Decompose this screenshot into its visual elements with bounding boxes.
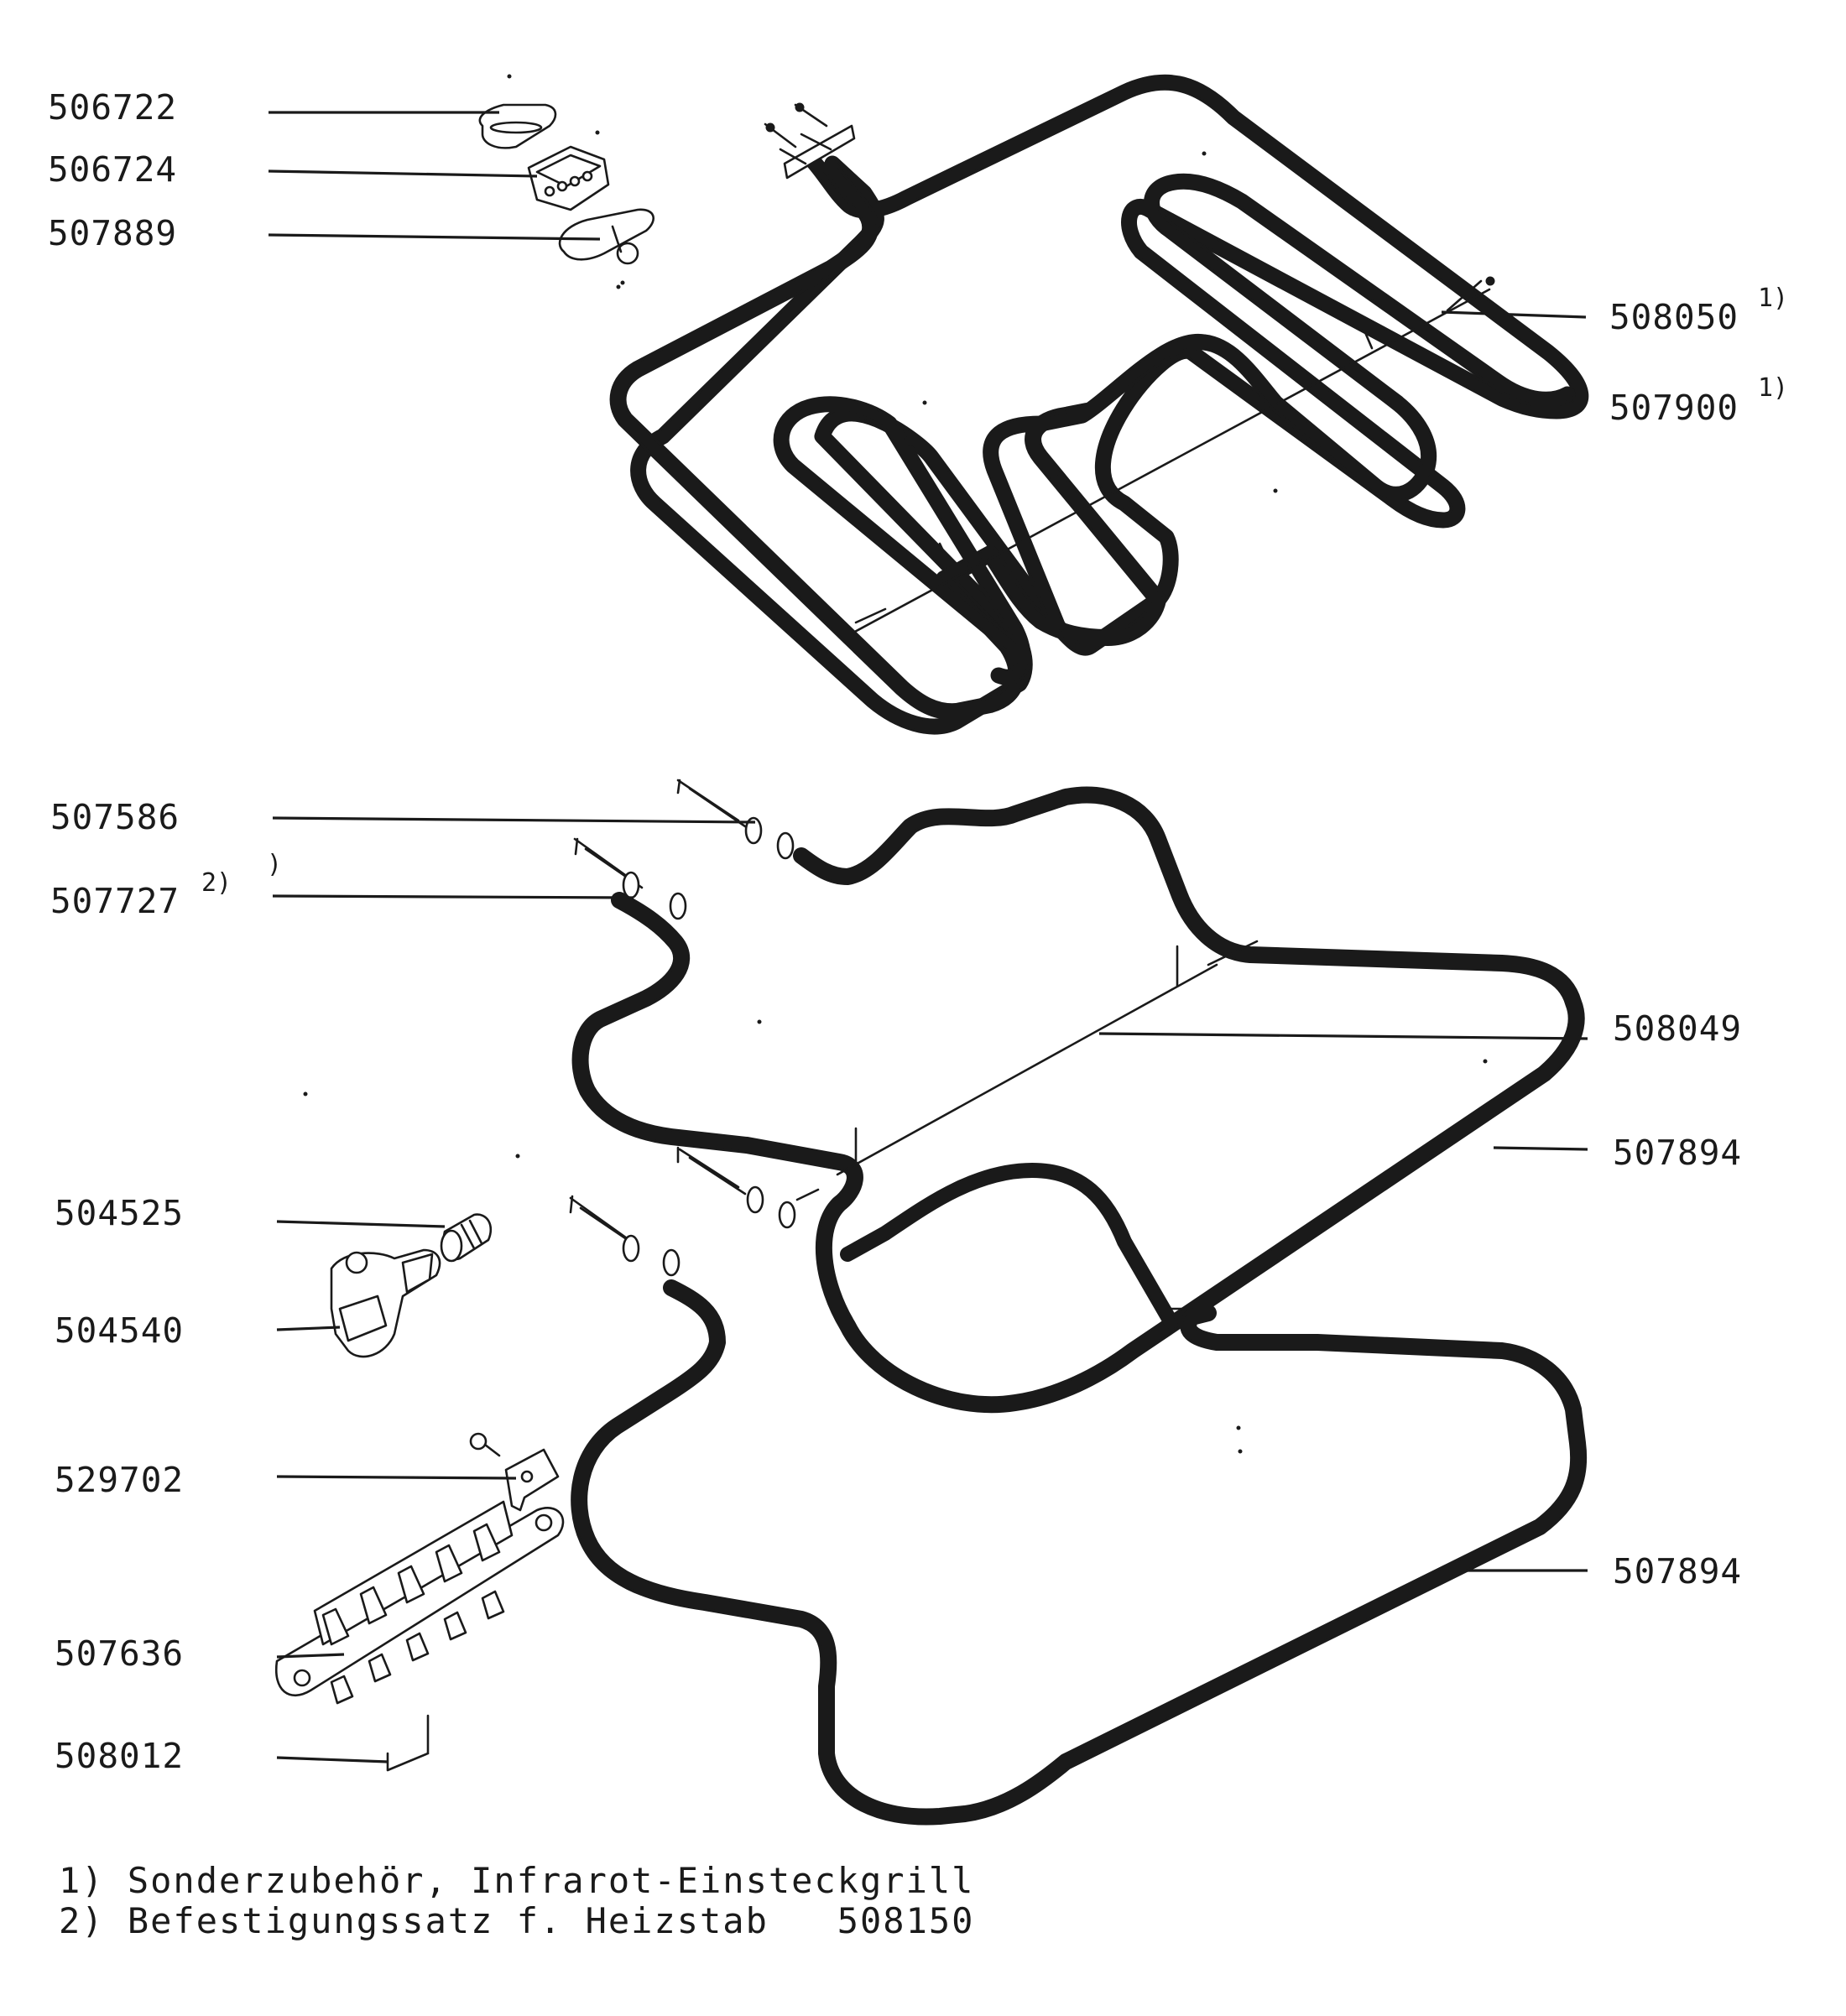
part-504540-drawing — [330, 1248, 441, 1358]
leader-508050 — [1441, 310, 1587, 319]
leader-508012 — [276, 1756, 388, 1763]
leader-507727 — [272, 894, 634, 899]
leader-508049 — [1098, 1032, 1588, 1040]
grill-inner-loop-right — [1144, 173, 1576, 411]
label-506722: 506722 — [48, 87, 177, 128]
leader-506724 — [268, 169, 538, 178]
grill-outer-tube — [630, 74, 1589, 735]
label-508050-footnote: 1) — [1758, 284, 1788, 313]
grill-terminal-plate — [764, 102, 856, 180]
label-507894-b: 507894 — [1613, 1551, 1742, 1591]
label-507586: 507586 — [50, 797, 180, 837]
heating-element-upper-terminals — [573, 779, 795, 920]
leader-507894-a — [1493, 1146, 1588, 1151]
leader-lines — [268, 111, 1588, 1763]
leader-504525 — [276, 1220, 446, 1228]
label-507894-a: 507894 — [1613, 1133, 1742, 1173]
label-506724: 506724 — [48, 149, 177, 190]
heating-element-upper — [571, 786, 1585, 1414]
leader-507900 — [1543, 395, 1587, 400]
grill-main-loop — [609, 159, 1166, 721]
part-labels: 506722 506724 507889 508050 1) 507900 1)… — [48, 87, 1788, 1776]
label-507889: 507889 — [48, 213, 177, 253]
part-507636-drawing — [274, 1500, 565, 1705]
leader-507586 — [272, 816, 756, 824]
label-507727-footnote: 2) — [201, 868, 232, 898]
heating-element-lower-terminals — [569, 1146, 796, 1277]
label-508050: 508050 — [1609, 297, 1739, 337]
part-529702-drawing — [469, 1432, 560, 1512]
label-504525: 504525 — [55, 1193, 184, 1233]
grill-inner-loop-middle — [983, 333, 1437, 633]
leader-507636 — [276, 1653, 345, 1659]
scan-speckles-top — [507, 74, 1278, 493]
label-507636: 507636 — [55, 1633, 184, 1674]
label-508049: 508049 — [1613, 1008, 1742, 1049]
grill-inner-loop-left — [773, 396, 1031, 685]
leader-507889 — [268, 233, 601, 241]
label-507727: 507727 — [50, 881, 180, 921]
leader-529702 — [276, 1475, 517, 1480]
label-507900: 507900 — [1609, 388, 1739, 428]
label-507727-stray-paren: ) — [267, 850, 282, 879]
footnote-2: 2) Befestigungssatz f. Heizstab 508150 — [59, 1900, 974, 1941]
heating-element-lower — [571, 1279, 1588, 1826]
part-504525-drawing — [440, 1213, 493, 1263]
leader-504540 — [276, 1326, 341, 1331]
footnote-1: 1) Sonderzubehör, Infrarot-Einsteckgrill — [59, 1860, 974, 1901]
footnotes: 1) Sonderzubehör, Infrarot-Einsteckgrill… — [59, 1860, 974, 1941]
part-508012-drawing — [386, 1714, 430, 1772]
part-506724-drawing — [527, 145, 610, 211]
part-507889-drawing — [558, 208, 654, 285]
label-508012: 508012 — [55, 1736, 184, 1776]
label-507900-footnote: 1) — [1758, 373, 1788, 403]
grill-element-drawing — [507, 74, 1589, 735]
label-529702: 529702 — [55, 1460, 184, 1500]
scan-speckles-bottom — [303, 1019, 1488, 1607]
grill-support-bar — [850, 276, 1495, 635]
label-504540: 504540 — [55, 1310, 184, 1351]
